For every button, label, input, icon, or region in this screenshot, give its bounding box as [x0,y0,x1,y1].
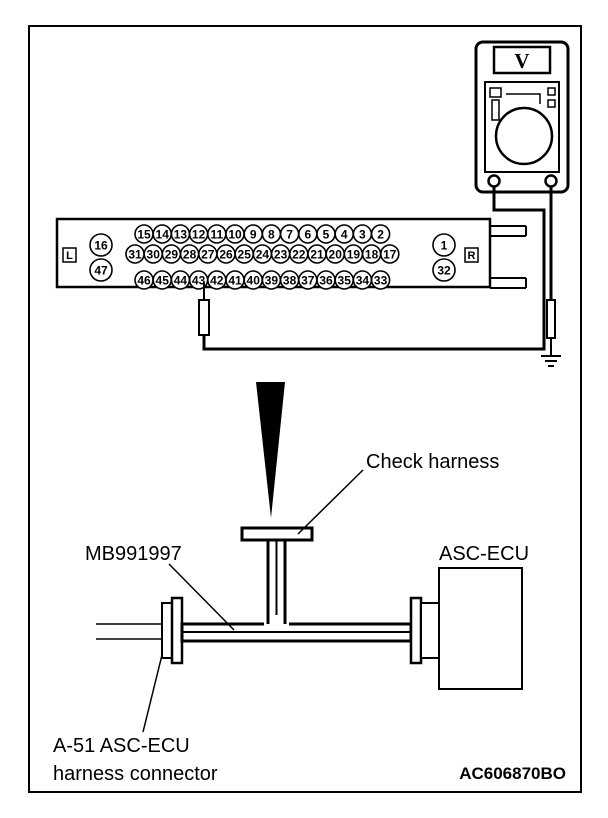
pin-circle [89,233,113,257]
harness-connector-ring [161,602,173,659]
pin-number: 12 [192,227,206,241]
pin-number: 23 [274,247,288,261]
pin-number: 20 [329,247,343,261]
leader-check-harness [297,469,364,535]
pin-number: 19 [347,247,361,261]
pin-number: 47 [94,264,108,278]
pin-number: 28 [183,247,197,261]
pin-circle [370,224,391,244]
meter-jack-right [544,174,558,188]
pin-number: 42 [210,273,224,287]
pin-number: 5 [323,227,330,241]
meter-unit-label: V [514,49,529,73]
pin-number: 6 [304,227,311,241]
pin-number: 44 [174,273,188,287]
pin-number: 36 [319,273,333,287]
leader-harness-connector [142,654,163,733]
pin-number: 34 [356,273,370,287]
pin-number: 2 [377,227,384,241]
pin-number: 46 [137,273,151,287]
voltmeter: V [474,40,570,194]
terminal-probe [198,299,210,336]
pin-number: 30 [147,247,161,261]
meter-dial [494,106,554,166]
connector-side-right-box [464,247,479,263]
pin-number: 39 [265,273,279,287]
asc-ecu-box [438,567,523,690]
pin-number: 18 [365,247,379,261]
figure-code: AC606870BO [459,764,566,783]
pin-number: 15 [137,227,151,241]
pin-number: 31 [128,247,142,261]
meter-display [492,45,552,75]
check-harness-connector [240,526,314,542]
connector-side-right: R [468,250,476,262]
connector-right-pins: 1 32 [432,233,456,282]
pin-number: 37 [301,273,315,287]
pin-number: 40 [247,273,261,287]
pin-number: 7 [286,227,293,241]
connector-side-left-box [62,247,77,263]
pin-number: 27 [201,247,215,261]
ecu-connector-flange [409,596,423,665]
pin-number: 45 [156,273,170,287]
ecu-label: ASC-ECU [439,543,529,565]
harness-connector-label-line1: A-51 ASC-ECU [53,735,190,757]
pin-number: 11 [210,227,223,241]
pin-number: 4 [341,227,348,241]
pin-circle [89,258,113,282]
pin-number: 16 [94,239,108,253]
pin-circle [379,244,400,264]
pin-number: 35 [338,273,352,287]
pin-number: 32 [437,264,451,278]
pin-number: 26 [219,247,233,261]
pin-number: 3 [359,227,366,241]
arrow-down-icon [256,382,285,518]
pin-number: 33 [374,273,388,287]
pin-number: 21 [310,247,324,261]
pin-number: 41 [228,273,242,287]
pin-circle [370,270,391,290]
meter-jack-left [487,174,501,188]
pin-number: 24 [256,247,270,261]
harness-connector-label-line2: harness connector [53,763,218,785]
figure-frame [28,25,582,793]
pin-number: 29 [165,247,179,261]
pin-number: 43 [192,273,206,287]
pin-number: 8 [268,227,275,241]
pin-circle [432,258,456,282]
pin-number: 14 [156,227,170,241]
pin-number: 22 [292,247,306,261]
connector-pin-row-3: 46 45 44 43 42 41 40 39 38 37 36 35 34 33 [134,270,391,290]
check-harness-label: Check harness [366,451,499,473]
pin-number: 9 [250,227,257,241]
connector-pin-row-2: 31 30 29 28 27 26 25 24 23 22 21 20 19 18 17 [125,244,400,264]
pin-circle [432,233,456,257]
pin-number: 17 [383,247,397,261]
pin-number: 38 [283,273,297,287]
ground-icon [541,355,561,367]
pin-number: 25 [238,247,252,261]
pin-number: 13 [174,227,188,241]
ground-probe [546,299,556,339]
leader-tool [168,563,235,631]
tool-number-label: MB991997 [85,543,182,565]
pin-number: 1 [441,239,448,253]
ecu-connector-ring [420,602,440,659]
connector-side-left: L [66,250,73,262]
pin-number: 10 [228,227,242,241]
meter-lead-positive [202,187,546,351]
